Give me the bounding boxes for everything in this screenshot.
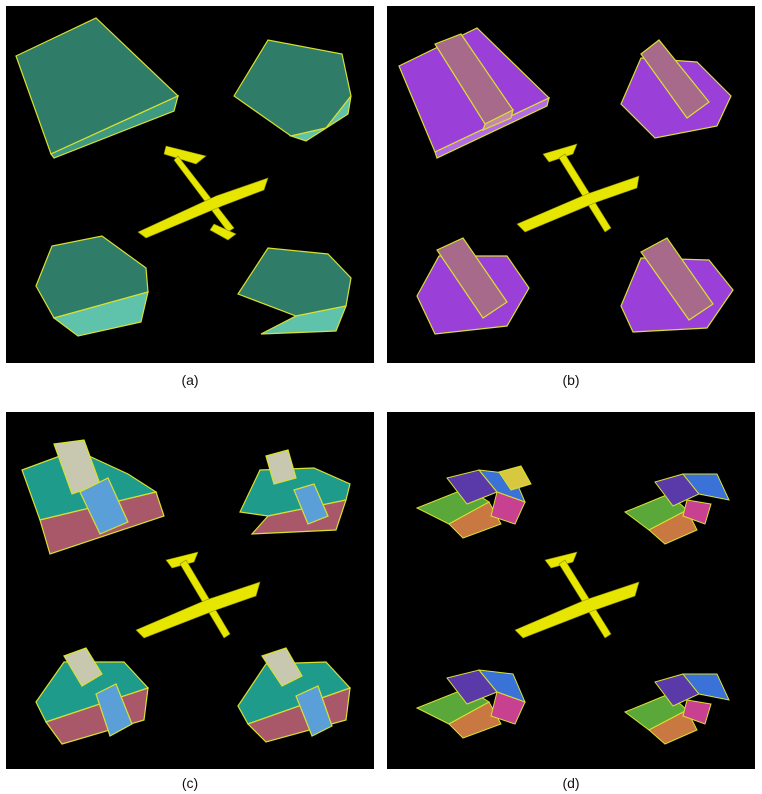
caption-d: (d) <box>562 775 580 791</box>
panel-b <box>387 6 755 363</box>
segmented-solid-bottom-left <box>35 647 150 745</box>
mauve-block-bottom-right <box>640 237 714 321</box>
multi-part-model-bottom-left <box>415 669 526 739</box>
panel-c <box>6 412 374 769</box>
segmented-solid-top-right <box>239 449 351 535</box>
caption-b: (b) <box>562 372 580 388</box>
chamfered-solid-bottom-left <box>35 235 149 337</box>
airplane-model <box>137 145 269 241</box>
panel-c-scene <box>21 439 352 745</box>
airplane-model <box>516 143 640 233</box>
panel-d <box>387 412 755 769</box>
chamfered-solid-bottom-right <box>237 247 352 335</box>
caption-c: (c) <box>181 775 199 791</box>
chamfered-solid-top-right <box>233 39 352 142</box>
box-solid <box>15 17 180 159</box>
panel-d-scene <box>415 465 730 745</box>
panel-a-scene <box>15 17 352 337</box>
mauve-block-bottom-left <box>436 237 508 319</box>
caption-a: (a) <box>181 372 199 388</box>
panel-b-scene <box>398 27 734 335</box>
panel-a <box>6 6 374 363</box>
mauve-block-top-right <box>640 39 710 119</box>
airplane-model <box>514 551 640 639</box>
airplane-model <box>135 551 261 639</box>
segmented-solid-top-left <box>21 439 165 555</box>
multi-part-model-top-left <box>415 465 532 539</box>
multi-part-model-bottom-right <box>623 673 730 745</box>
multi-part-model-top-right <box>623 473 730 545</box>
mauve-block-top-left <box>434 33 514 132</box>
segmented-solid-bottom-right <box>237 647 352 743</box>
